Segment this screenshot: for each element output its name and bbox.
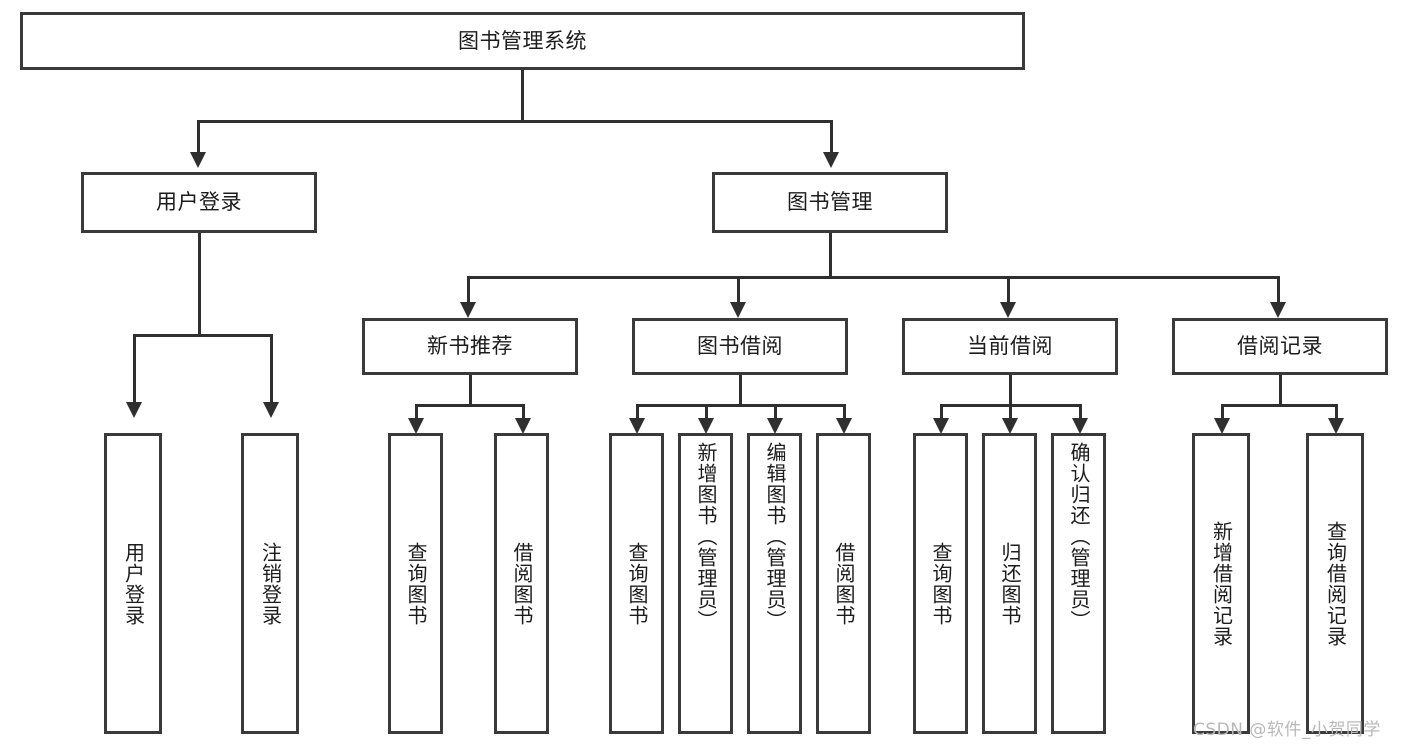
arrowhead-user-login-leaf-2 [263, 402, 279, 418]
node-label: 确认归还（管理员） [1067, 442, 1091, 631]
connector-book-mgmt-bus [467, 276, 1280, 279]
node-label: 借阅图书 [832, 541, 856, 626]
arrowhead-book-borrow-leaf-3 [767, 418, 783, 434]
connector-root-stem [521, 70, 524, 122]
node-label: 用户登录 [121, 541, 146, 626]
connector-new-book-stem [469, 375, 472, 406]
connector-book-borrow-to-leaf-4 [843, 404, 846, 420]
arrowhead-book-borrow-leaf-2 [698, 418, 714, 434]
leaf-new-book-query-book[interactable]: 查询图书 [388, 433, 443, 734]
connector-user-login-bus [133, 334, 273, 337]
arrowhead-l3-book-borrow [730, 302, 746, 318]
leaf-new-book-borrow-book[interactable]: 借阅图书 [494, 433, 549, 734]
node-label: 图书管理系统 [458, 28, 587, 53]
node-label: 新增借阅记录 [1209, 520, 1234, 647]
connector-root-to-user-login [197, 120, 200, 154]
leaf-current-borrow-return-book[interactable]: 归还图书 [982, 433, 1037, 734]
leaf-borrow-record-add-record[interactable]: 新增借阅记录 [1192, 433, 1250, 734]
leaf-book-borrow-query-book[interactable]: 查询图书 [609, 433, 664, 734]
connector-book-mgmt-stem [829, 233, 832, 278]
leaf-current-borrow-confirm-return-admin[interactable]: 确认归还（管理员） [1051, 433, 1106, 734]
connector-borrow-record-to-leaf-1 [1221, 404, 1224, 420]
arrowhead-to-user-login [190, 152, 206, 168]
node-label: 新增图书（管理员） [694, 442, 718, 631]
node-label: 当前借阅 [967, 334, 1053, 359]
connector-book-mgmt-to-l3-2 [737, 276, 740, 304]
arrowhead-new-book-leaf-2 [515, 418, 531, 434]
node-label: 查询图书 [625, 541, 649, 626]
connector-book-borrow-to-leaf-3 [774, 404, 777, 420]
connector-new-book-to-leaf-2 [522, 404, 525, 420]
leaf-borrow-record-query-record[interactable]: 查询借阅记录 [1306, 433, 1364, 734]
arrowhead-book-borrow-leaf-1 [629, 418, 645, 434]
arrowhead-borrow-record-leaf-1 [1214, 418, 1230, 434]
node-new-book-recommend[interactable]: 新书推荐 [362, 318, 578, 375]
connector-current-borrow-to-leaf-2 [1009, 404, 1012, 420]
node-book-management[interactable]: 图书管理 [712, 172, 948, 233]
leaf-user-login-logout[interactable]: 注销登录 [241, 433, 299, 734]
node-label: 注销登录 [258, 541, 283, 626]
node-label: 借阅记录 [1237, 334, 1323, 359]
node-label: 查询图书 [404, 541, 428, 626]
node-borrow-record[interactable]: 借阅记录 [1172, 318, 1388, 375]
connector-book-mgmt-to-l3-3 [1007, 276, 1010, 304]
connector-current-borrow-to-leaf-3 [1079, 404, 1082, 420]
node-user-login[interactable]: 用户登录 [81, 172, 317, 233]
leaf-book-borrow-add-book-admin[interactable]: 新增图书（管理员） [678, 433, 733, 734]
arrowhead-borrow-record-leaf-2 [1328, 418, 1344, 434]
leaf-user-login-login[interactable]: 用户登录 [104, 433, 162, 734]
arrowhead-user-login-leaf-1 [126, 402, 142, 418]
leaf-book-borrow-edit-book-admin[interactable]: 编辑图书（管理员） [747, 433, 802, 734]
csdn-watermark: CSDN @软件_小贺同学 [1193, 720, 1381, 740]
connector-current-borrow-to-leaf-1 [940, 404, 943, 420]
arrowhead-l3-borrow-record [1270, 302, 1286, 318]
connector-book-mgmt-to-l3-4 [1277, 276, 1280, 304]
connector-book-borrow-bus [636, 404, 846, 407]
arrowhead-current-borrow-leaf-1 [933, 418, 949, 434]
connector-book-borrow-to-leaf-1 [636, 404, 639, 420]
connector-book-borrow-to-leaf-2 [705, 404, 708, 420]
connector-book-borrow-stem [739, 375, 742, 406]
connector-user-login-to-leaf-1 [133, 334, 136, 404]
node-label: 查询借阅记录 [1323, 520, 1348, 647]
connector-borrow-record-to-leaf-2 [1335, 404, 1338, 420]
arrowhead-to-book-mgmt [823, 152, 839, 168]
node-book-borrow[interactable]: 图书借阅 [632, 318, 848, 375]
node-label: 编辑图书（管理员） [763, 442, 787, 631]
node-label: 用户登录 [156, 190, 242, 215]
leaf-book-borrow-borrow-book[interactable]: 借阅图书 [816, 433, 871, 734]
node-label: 借阅图书 [510, 541, 534, 626]
connector-root-to-book-mgmt [830, 120, 833, 154]
arrowhead-book-borrow-leaf-4 [836, 418, 852, 434]
leaf-current-borrow-query-book[interactable]: 查询图书 [913, 433, 968, 734]
connector-borrow-record-bus [1221, 404, 1338, 407]
node-label: 图书管理 [787, 190, 873, 215]
node-label: 查询图书 [929, 541, 953, 626]
arrowhead-l3-new-book [460, 302, 476, 318]
connector-current-borrow-stem [1009, 375, 1012, 406]
node-root-system[interactable]: 图书管理系统 [20, 12, 1025, 70]
connector-book-mgmt-to-l3-1 [467, 276, 470, 304]
connector-user-login-stem [198, 233, 201, 336]
arrowhead-new-book-leaf-1 [408, 418, 424, 434]
connector-borrow-record-stem [1279, 375, 1282, 406]
connector-root-bus [197, 120, 833, 123]
arrowhead-l3-current-borrow [1000, 302, 1016, 318]
node-label: 归还图书 [998, 541, 1022, 626]
connector-new-book-to-leaf-1 [415, 404, 418, 420]
arrowhead-current-borrow-leaf-3 [1072, 418, 1088, 434]
node-current-borrow[interactable]: 当前借阅 [902, 318, 1118, 375]
node-label: 新书推荐 [427, 334, 513, 359]
node-label: 图书借阅 [697, 334, 783, 359]
connector-new-book-bus [415, 404, 525, 407]
arrowhead-current-borrow-leaf-2 [1002, 418, 1018, 434]
connector-user-login-to-leaf-2 [270, 334, 273, 404]
